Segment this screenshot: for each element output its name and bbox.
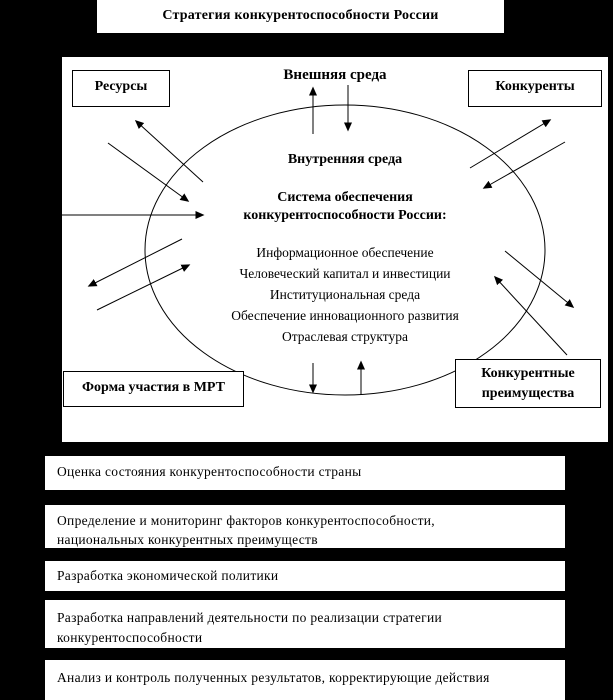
process-step-assessment: Оценка состояния конкурентоспособности с… <box>45 456 565 490</box>
resources-box: Ресурсы <box>72 70 170 107</box>
arrow-mrt-in <box>96 264 191 311</box>
page-title: Стратегия конкурентоспособности России <box>162 8 439 23</box>
arrow-resources-out <box>134 119 204 183</box>
internal-environment-label: Внутренняя среда <box>287 152 403 167</box>
list-item: Обеспечение инновационного развития <box>231 308 459 323</box>
mrt-participation-box: Форма участия в МРТ <box>63 371 244 407</box>
arrow-advantages-in <box>493 275 568 356</box>
arrow-resources-in <box>107 142 190 202</box>
arrow-advantages-out <box>504 250 575 308</box>
diagram-panel: Внешняя среда Ресурсы Конкуренты Форма у… <box>62 57 608 442</box>
process-step-strategy-directions: Разработка направлений деятельности по р… <box>45 600 565 648</box>
arrow-competitors-out <box>469 119 552 169</box>
ellipse-and-arrows-svg <box>62 85 575 396</box>
system-components-list: Информационное обеспечение Человеческий … <box>145 242 545 347</box>
list-item: Институциональная среда <box>269 287 421 302</box>
process-step-economic-policy: Разработка экономической политики <box>45 561 565 591</box>
system-heading: Система обеспечения конкурентоспособност… <box>243 190 447 223</box>
arrow-mrt-out <box>87 238 183 287</box>
external-environment-label: Внешняя среда <box>283 67 387 83</box>
process-step-analysis-control: Анализ и контроль полученных результатов… <box>45 660 565 700</box>
internal-environment-ellipse <box>144 104 546 396</box>
competitors-box: Конкуренты <box>468 70 602 107</box>
process-step-monitoring: Определение и мониторинг факторов конкур… <box>45 505 565 548</box>
arrow-competitors-in <box>482 141 566 189</box>
title-box: Стратегия конкурентоспособности России <box>97 0 504 33</box>
list-item: Отраслевая структура <box>281 329 409 344</box>
competitive-advantages-box: Конкурентные преимущества <box>455 359 601 408</box>
list-item: Человеческий капитал и инвестиции <box>239 266 451 281</box>
list-item: Информационное обеспечение <box>256 245 434 260</box>
